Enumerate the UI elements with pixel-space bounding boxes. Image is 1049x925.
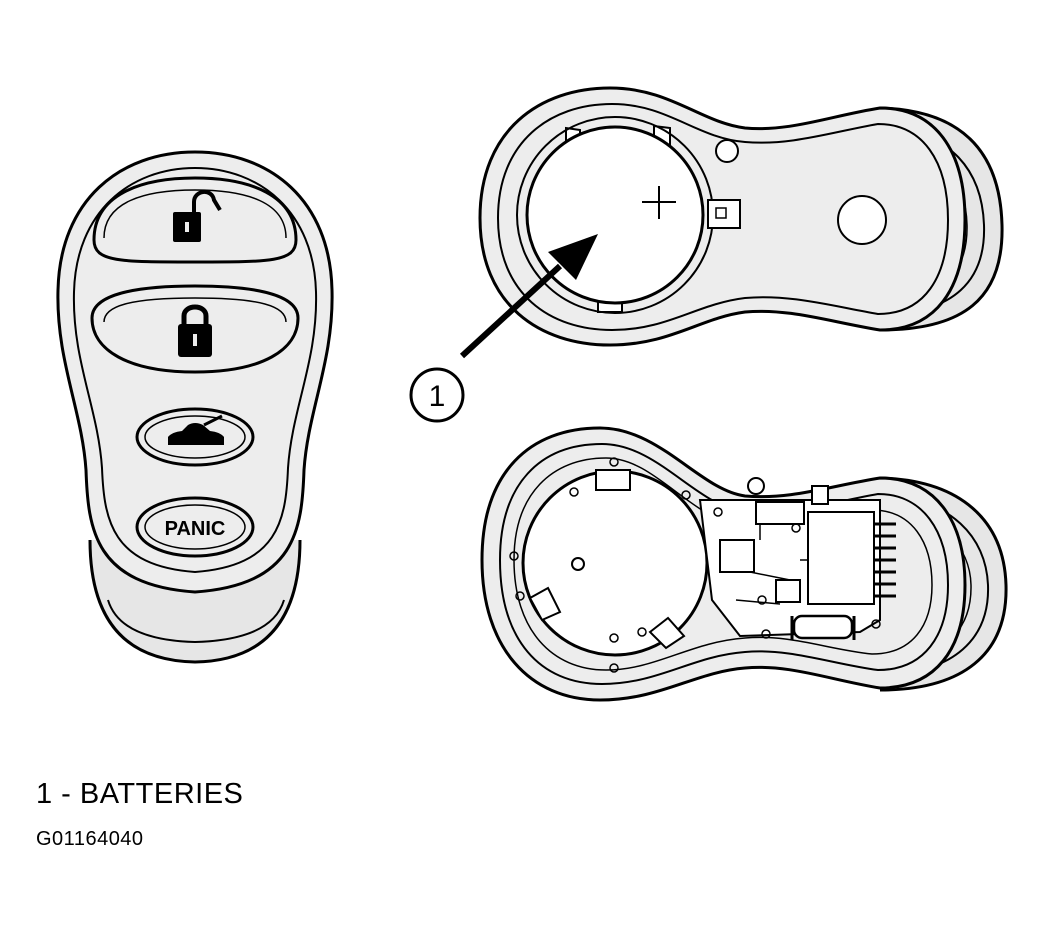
legend-caption: 1 - BATTERIES [36,778,244,810]
battery-plus-sign [642,186,676,219]
callout-1: 1 [409,367,465,423]
callout-number: 1 [429,380,446,413]
lock-icon [178,304,212,357]
case-button-hole [837,195,887,245]
figure-id: G01164040 [36,828,144,850]
unlock-icon [173,190,222,242]
circuit-chip [807,511,875,605]
case-inner-outline [496,102,950,332]
case-small-hole [715,139,739,163]
case-half-battery [478,86,1004,347]
callout-arrow [459,234,598,359]
circuit-capacitor [792,614,854,640]
unlock-button [92,176,298,264]
panic-button: PANIC [135,496,255,558]
keyfob-inner-bezel [72,166,318,574]
coin-battery [525,125,705,305]
lock-button [90,284,300,374]
panic-button-label: PANIC [165,518,226,540]
battery-well [521,469,709,657]
case-half-circuit [480,426,1008,702]
car-trunk-icon [168,414,224,445]
trunk-button [135,407,255,467]
